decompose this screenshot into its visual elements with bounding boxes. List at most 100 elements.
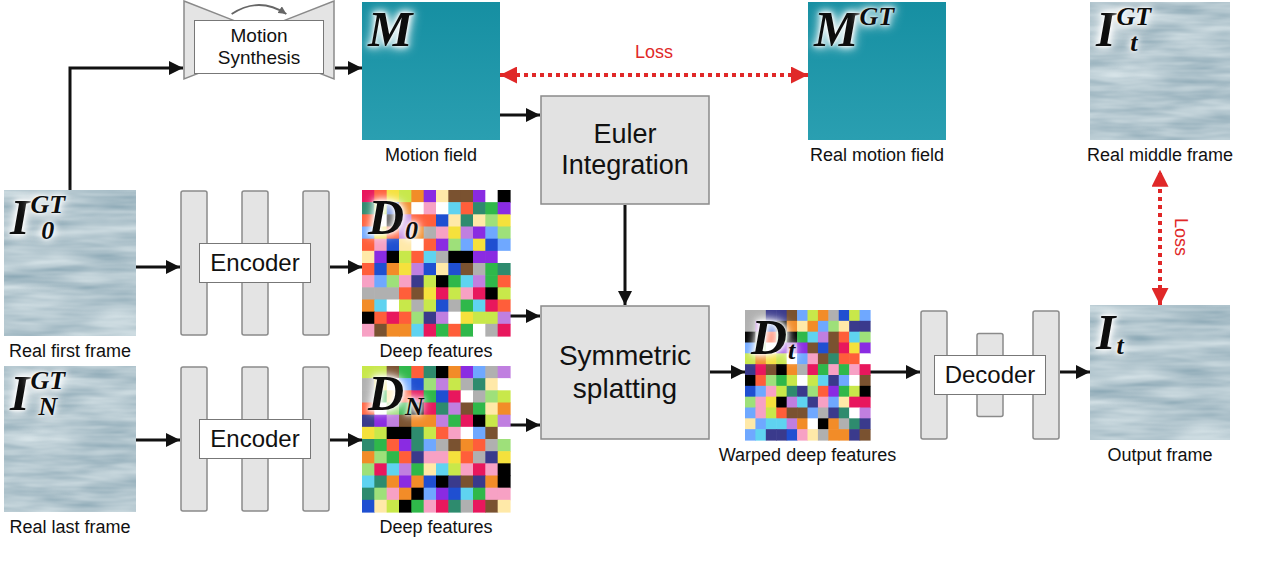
superscript: GT xyxy=(30,368,65,394)
flow-arrow xyxy=(70,68,183,190)
feature-cell xyxy=(485,287,498,300)
feature-cell xyxy=(808,332,819,343)
math-label: Dt xyxy=(751,312,795,364)
feature-cell xyxy=(461,300,474,313)
feature-cell xyxy=(374,300,387,313)
feature-cell xyxy=(448,451,461,464)
feature-cell xyxy=(399,451,412,464)
feature-cell xyxy=(399,312,412,325)
feature-cell xyxy=(461,439,474,452)
feature-cell xyxy=(436,439,449,452)
sup-slot: GT xyxy=(30,192,65,218)
feature-cell xyxy=(374,275,387,288)
feature-cell xyxy=(849,386,860,397)
feature-cell xyxy=(498,324,511,337)
feature-cell xyxy=(498,500,511,513)
feature-cell xyxy=(374,287,387,300)
symbol-letter: D xyxy=(368,368,404,418)
feature-cell xyxy=(485,275,498,288)
feature-cell xyxy=(374,476,387,489)
feature-cell xyxy=(745,375,756,386)
feature-cell xyxy=(797,418,808,429)
feature-cell xyxy=(436,239,449,252)
feature-cell xyxy=(461,476,474,489)
feature-cell xyxy=(839,310,850,321)
feature-cell xyxy=(473,476,486,489)
feature-cell xyxy=(436,287,449,300)
feature-cell xyxy=(776,364,787,375)
feature-cell xyxy=(448,202,461,215)
feature-cell xyxy=(461,275,474,288)
feature-cell xyxy=(411,287,424,300)
feature-cell xyxy=(473,403,486,416)
sup-slot xyxy=(405,192,418,218)
feature-cell xyxy=(797,408,808,419)
feature-cell xyxy=(849,364,860,375)
feature-cell xyxy=(818,386,829,397)
feature-cell xyxy=(828,353,839,364)
feature-cell xyxy=(839,375,850,386)
feature-cell xyxy=(411,324,424,337)
feature-cell xyxy=(498,463,511,476)
sub-slot: t xyxy=(1116,30,1151,56)
feature-cell xyxy=(448,439,461,452)
frame-image: IGTtReal middle frame xyxy=(1090,2,1230,140)
script-stack: t xyxy=(1116,307,1123,359)
sub-slot: t xyxy=(788,338,795,364)
box-label: Encoder xyxy=(210,425,299,453)
feature-cell xyxy=(849,375,860,386)
feature-cell xyxy=(818,321,829,332)
feature-cell xyxy=(485,476,498,489)
feature-cell xyxy=(387,300,400,313)
feature-map: DNDeep features xyxy=(362,366,510,512)
feature-cell xyxy=(745,364,756,375)
frame-image: IGT0Real first frame xyxy=(4,190,136,336)
feature-cell xyxy=(828,408,839,419)
feature-cell xyxy=(498,476,511,489)
flow-arrow xyxy=(136,439,180,442)
feature-cell xyxy=(448,239,461,252)
feature-cell xyxy=(485,439,498,452)
feature-cell xyxy=(448,312,461,325)
feature-cell xyxy=(448,324,461,337)
feature-cell xyxy=(818,310,829,321)
feature-cell xyxy=(362,300,375,313)
feature-cell xyxy=(436,500,449,513)
feature-cell xyxy=(766,429,777,440)
edge-label: Loss xyxy=(632,43,676,63)
feature-cell xyxy=(473,239,486,252)
feature-cell xyxy=(808,429,819,440)
motion-synthesis-net: Motion Synthesis xyxy=(183,0,335,80)
feature-cell xyxy=(424,451,437,464)
feature-cell xyxy=(485,415,498,428)
feature-cell xyxy=(473,227,486,240)
feature-cell xyxy=(776,429,787,440)
feature-cell xyxy=(485,390,498,403)
sup-slot: GT xyxy=(1116,4,1151,30)
feature-cell xyxy=(362,287,375,300)
feature-cell xyxy=(461,312,474,325)
feature-cell xyxy=(485,324,498,337)
feature-cell xyxy=(411,312,424,325)
feature-cell xyxy=(424,263,437,276)
feature-cell xyxy=(473,488,486,501)
feature-cell xyxy=(808,353,819,364)
feature-cell xyxy=(461,287,474,300)
feature-cell xyxy=(387,251,400,264)
process-box: Euler Integration xyxy=(540,95,710,205)
feature-cell xyxy=(461,500,474,513)
math-label: DN xyxy=(368,368,424,420)
feature-cell xyxy=(776,375,787,386)
sup-slot xyxy=(405,368,424,394)
caption: Real middle frame xyxy=(1087,145,1233,166)
feature-cell xyxy=(411,251,424,264)
feature-cell xyxy=(473,275,486,288)
feature-cell xyxy=(797,310,808,321)
feature-cell xyxy=(473,500,486,513)
feature-cell xyxy=(424,415,437,428)
feature-cell xyxy=(448,263,461,276)
edge-label: Loss xyxy=(1170,215,1190,259)
feature-cell xyxy=(461,403,474,416)
feature-cell xyxy=(399,263,412,276)
feature-cell xyxy=(473,463,486,476)
